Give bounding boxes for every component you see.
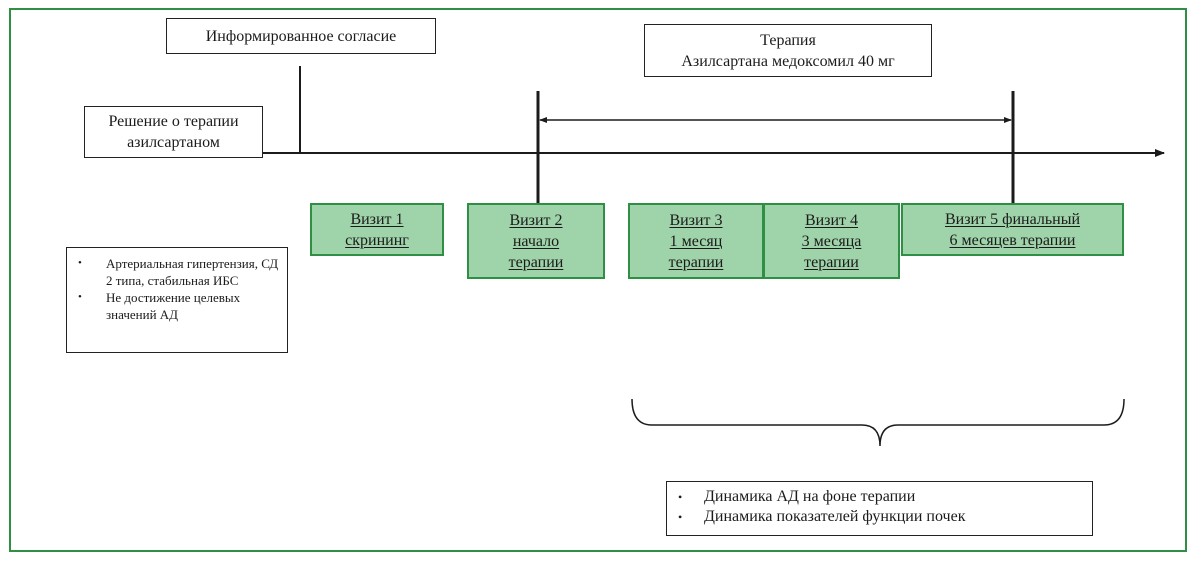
diagram-frame	[9, 8, 1187, 552]
therapy-decision-box: Решение о терапии азилсартаном	[84, 106, 263, 158]
therapy-decision-line-2: азилсартаном	[127, 134, 220, 151]
informed-consent-box: Информированное согласие	[166, 18, 436, 54]
outcomes-box: Динамика АД на фоне терапии Динамика пок…	[666, 481, 1093, 536]
visit-5-line-1: Визит 5 финальный	[945, 210, 1080, 228]
visit-4-line-3: терапии	[804, 253, 859, 271]
visit-1-line-1: Визит 1	[350, 210, 404, 228]
visit-4-line-2: 3 месяца	[801, 232, 862, 250]
informed-consent-label: Информированное согласие	[205, 27, 397, 45]
outcome-item: Динамика показателей функции почек	[678, 507, 1084, 527]
visit-1-line-2: скрининг	[345, 231, 409, 249]
patient-criteria-item: Артериальная гипертензия, СД 2 типа, ста…	[78, 255, 281, 289]
visit-3-line-3: терапии	[668, 253, 724, 271]
visit-3-line-1: Визит 3	[669, 211, 723, 229]
visit-2-line-3: терапии	[508, 253, 564, 271]
outcomes-brace	[631, 398, 1125, 447]
visit-1-box: Визит 1 скрининг	[310, 203, 444, 256]
visit-2-line-1: Визит 2	[509, 211, 563, 229]
visit-4-line-1: Визит 4	[804, 211, 859, 229]
visit-5-box: Визит 5 финальный 6 месяцев терапии	[901, 203, 1124, 256]
visit-2-line-2: начало	[512, 232, 560, 250]
therapy-box: Терапия Азилсартана медоксомил 40 мг	[644, 24, 932, 77]
visit-3-line-2: 1 месяц	[669, 232, 723, 250]
therapy-title: Терапия	[760, 31, 816, 49]
outcome-item: Динамика АД на фоне терапии	[678, 487, 1084, 507]
patient-criteria-item: Не достижение целевых значений АД	[78, 289, 281, 323]
visit-5-line-2: 6 месяцев терапии	[949, 231, 1076, 249]
therapy-decision-line-1: Решение о терапии	[108, 113, 239, 130]
visit-4-box: Визит 4 3 месяца терапии	[763, 203, 900, 279]
visit-3-box: Визит 3 1 месяц терапии	[628, 203, 764, 279]
patient-criteria-box: Артериальная гипертензия, СД 2 типа, ста…	[66, 247, 288, 353]
visit-2-box: Визит 2 начало терапии	[467, 203, 605, 279]
therapy-drug: Азилсартана медоксомил 40 мг	[681, 52, 895, 70]
